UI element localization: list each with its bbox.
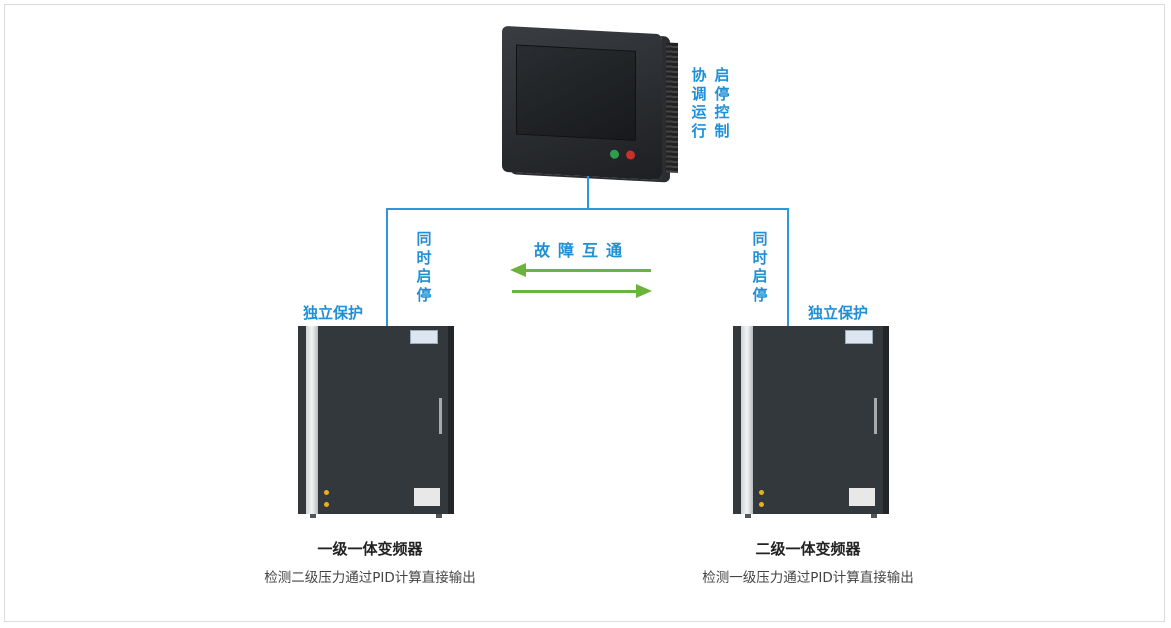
right-inverter-cabinet [733,326,889,518]
hmi-controller [502,25,678,181]
door-handle [874,398,877,434]
arrow-left-icon [510,263,651,277]
warning-icon [324,490,329,495]
cabinet-foot [871,514,877,518]
left-inverter-cabinet [298,326,454,518]
controller-drop-line [587,176,589,209]
cabinet-trim [741,326,753,514]
start-button-icon [610,149,619,159]
hmi-side-connector [666,42,678,174]
hmi-screen [516,44,636,141]
right-drop-line [787,208,789,326]
nameplate [414,488,440,506]
brand-logo [845,330,873,344]
cabinet-foot [436,514,442,518]
door-handle [439,398,442,434]
warning-icon [324,502,329,507]
warning-icon [759,490,764,495]
cabinet-trim [306,326,318,514]
right-protect-label: 独立保护 [808,304,869,322]
left-protect-label: 独立保护 [303,304,364,322]
fault-sharing-label: 故障互通 [534,241,631,260]
right-unit-subtitle: 检测一级压力通过PID计算直接输出 [702,570,914,586]
coordinated-run-label: 协调运行 [691,66,707,140]
nameplate [849,488,875,506]
right-unit-title: 二级一体变频器 [755,540,861,558]
arrow-right-icon [512,284,652,298]
start-stop-control-label: 启停控制 [714,66,730,140]
left-unit-subtitle: 检测二级压力通过PID计算直接输出 [264,570,476,586]
cabinet-foot [745,514,751,518]
left-unit-title: 一级一体变频器 [317,540,423,558]
warning-icon [759,502,764,507]
left-drop-line [386,208,388,326]
brand-logo [410,330,438,344]
bus-line [386,208,789,210]
cabinet-foot [310,514,316,518]
frame-border [4,4,1165,622]
right-sync-label: 同时启停 [752,230,768,304]
left-sync-label: 同时启停 [416,230,432,304]
stop-button-icon [626,150,635,160]
